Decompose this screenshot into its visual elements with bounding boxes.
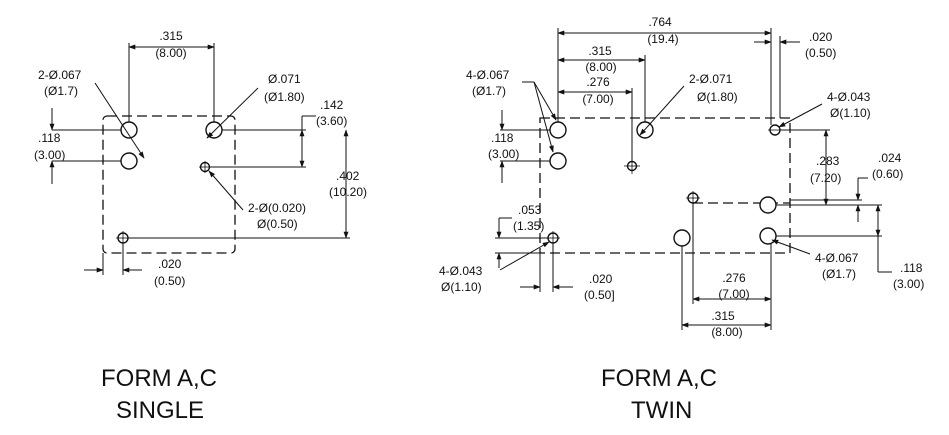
twin-dim-118-right: .118 (900, 261, 923, 275)
twin-dim-024: .024 (878, 151, 902, 165)
twin-hole-067-d (759, 227, 777, 245)
twin-dim-hole4-067: 4-Ø.067 (466, 68, 510, 82)
twin-dim-118-right-mm: (3.00) (893, 277, 924, 291)
single-dim-315: .315 (159, 29, 183, 43)
single-dim-118-mm: (3.00) (34, 148, 65, 162)
single-dim-020: .020 (158, 257, 182, 271)
single-dim-402-mm: (10.20) (329, 185, 367, 199)
twin-dim-020-top: .020 (809, 30, 833, 44)
twin-dim-hole4-043-left: 4-Ø.043 (439, 264, 483, 278)
twin-dim-hole4-067-mm: (Ø1.7) (472, 84, 506, 98)
twin-hole-067-c (759, 196, 777, 214)
twin-dim-764: .764 (648, 15, 672, 29)
single-dim-hole-071-mm: (Ø1.80) (264, 90, 305, 104)
twin-dim-hole2-071-mm: Ø(1.80) (697, 90, 738, 104)
twin-dim-283: .283 (816, 154, 840, 168)
twin-outline (539, 117, 791, 254)
single-dim-hole-067: 2-Ø.067 (38, 68, 82, 82)
twin-dim-315-bottom: .315 (711, 309, 735, 323)
single-dim-402: .402 (336, 169, 360, 183)
twin-dim-276-mm: (7.00) (582, 92, 613, 106)
single-hole-071 (205, 121, 223, 139)
twin-dim-764-mm: (19.4) (647, 32, 678, 46)
single-dim-315-mm: (8.00) (155, 46, 186, 60)
twin-caption-form: FORM A,C (601, 365, 717, 392)
twin-dim-118-left: .118 (491, 131, 514, 145)
single-dim-142-mm: (3.60) (316, 114, 347, 128)
single-dim-118: .118 (38, 131, 61, 145)
twin-dim-hole4-067-b-mm: (Ø1.7) (822, 267, 856, 281)
twin-dim-020-bot: .020 (589, 272, 613, 286)
single-caption-type: SINGLE (116, 397, 204, 424)
twin-dim-315-mm: (8.00) (585, 60, 616, 74)
single-dim-hole-020-mm: Ø(0.50) (257, 217, 298, 231)
twin-dim-020-bot-mm: (0.50] (584, 288, 615, 302)
twin-dim-024-mm: (0.60) (872, 167, 903, 181)
single-caption-form: FORM A,C (101, 365, 217, 392)
twin-dim-276: .276 (586, 75, 610, 89)
twin-dim-hole4-043-left-mm: Ø(1.10) (441, 280, 482, 294)
twin-hole-067-a (549, 121, 567, 139)
twin-dim-118-left-mm: (3.00) (488, 147, 519, 161)
single-dim-hole-071: Ø.071 (268, 72, 301, 86)
single-hole-067-bottom (120, 152, 138, 170)
twin-dim-hole4-043-right: 4-Ø.043 (827, 90, 871, 104)
twin-dim-315-bottom-mm: (8.00) (711, 325, 742, 339)
twin-dim-hole4-067-b: 4-Ø.067 (815, 251, 859, 265)
single-dim-142: .142 (320, 98, 344, 112)
twin-hole-071-b (673, 229, 691, 247)
twin-form-diagram: .764 (19.4) .315 (8.00) .276 (7.00) .020… (439, 15, 924, 424)
single-outline (102, 115, 236, 254)
twin-dim-276-bottom: .276 (722, 271, 746, 285)
twin-dim-hole4-043-right-mm: Ø(1.10) (830, 106, 871, 120)
twin-dim-053-mm: (1.35) (513, 219, 544, 233)
twin-caption-type: TWIN (631, 397, 692, 424)
twin-hole-067-b (549, 152, 567, 170)
twin-dim-283-mm: (7.20) (810, 171, 841, 185)
single-dim-hole-067-mm: (Ø1.7) (44, 84, 78, 98)
twin-dim-053: .053 (518, 203, 542, 217)
single-dim-hole-020: 2-Ø(0.020) (248, 201, 306, 215)
twin-dim-276-bottom-mm: (7.00) (718, 287, 749, 301)
twin-dim-315: .315 (588, 44, 612, 58)
twin-dim-hole2-071: 2-Ø.071 (689, 72, 733, 86)
single-dim-020-mm: (0.50) (154, 274, 185, 288)
single-form-diagram: .315 (8.00) 2-Ø.067 (Ø1.7) Ø.071 (Ø1.80)… (34, 29, 367, 424)
twin-dim-020-top-mm: (0.50) (805, 46, 836, 60)
